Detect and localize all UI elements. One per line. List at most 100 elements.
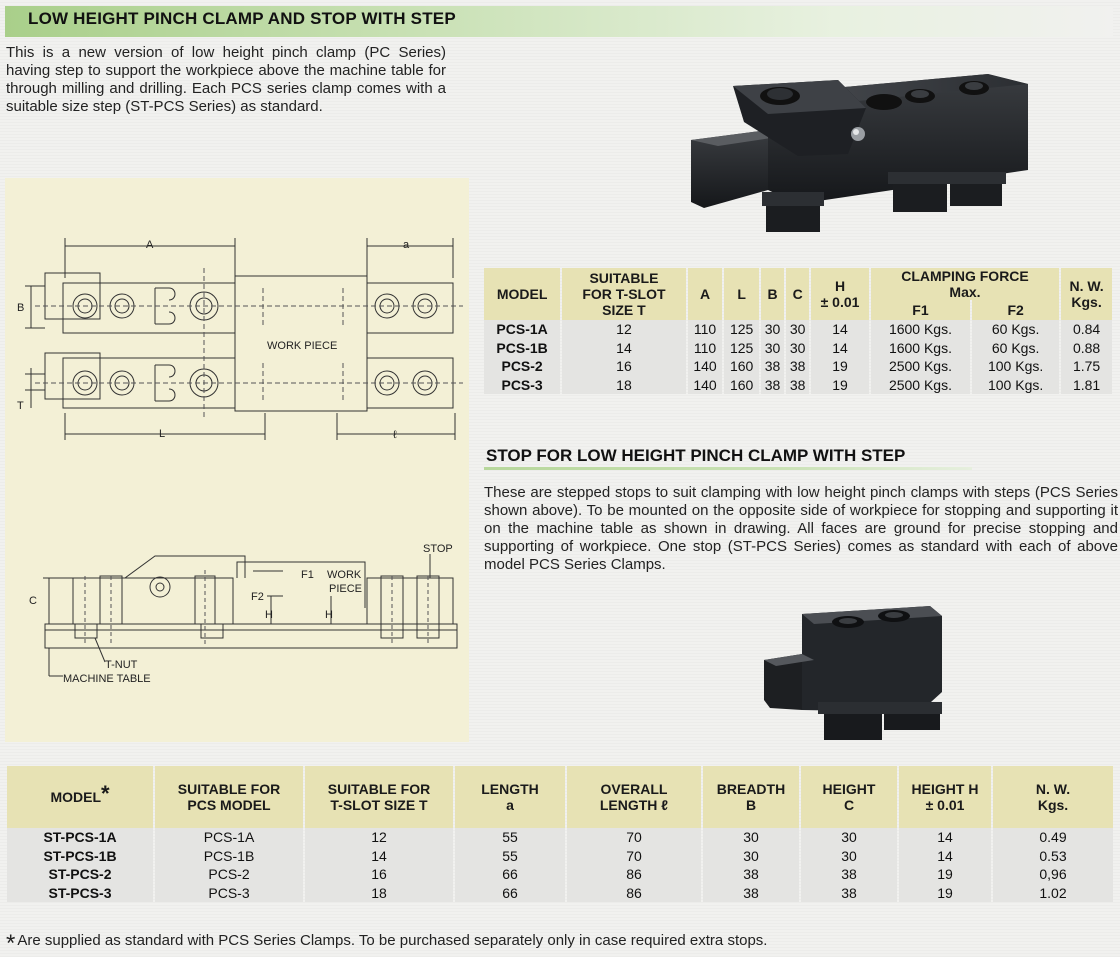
cell-len: 55 xyxy=(455,846,565,865)
machine-table-label: MACHINE TABLE xyxy=(63,673,151,685)
cell-model: PCS-1B xyxy=(484,338,561,357)
cell-model: PCS-2 xyxy=(484,357,561,376)
dim-label-T: T xyxy=(17,400,24,412)
cell-H: 19 xyxy=(811,375,869,394)
cell-tslot: 14 xyxy=(562,338,686,357)
col-header-B: B xyxy=(761,268,785,320)
cell-height: 38 xyxy=(801,865,897,884)
col-header-L: L xyxy=(724,268,759,320)
cell-H: 19 xyxy=(811,357,869,376)
intro-paragraph: This is a new version of low height pinc… xyxy=(6,44,446,115)
dim-label-A: A xyxy=(146,239,154,251)
cell-nw: 1.81 xyxy=(1061,375,1112,394)
cell-overall: 70 xyxy=(567,846,701,865)
cell-len: 66 xyxy=(455,883,565,902)
work-label: WORK xyxy=(327,569,362,581)
dim-label-a: a xyxy=(403,239,410,251)
footnote: *Are supplied as standard with PCS Serie… xyxy=(6,924,768,957)
cell-B: 30 xyxy=(761,338,785,357)
cell-C: 38 xyxy=(786,357,810,376)
col-header-H: H± 0.01 xyxy=(811,268,869,320)
cell-L: 160 xyxy=(724,375,759,394)
stop-label: STOP xyxy=(423,543,453,555)
cell-tslot: 12 xyxy=(562,320,686,339)
col-header-C: C xyxy=(786,268,810,320)
cell-nw: 0.49 xyxy=(993,828,1113,847)
cell-nw: 1.75 xyxy=(1061,357,1112,376)
t-nut-label: T-NUT xyxy=(105,659,138,671)
col-header-nw: N. W.Kgs. xyxy=(1061,268,1112,320)
cell-tslot: 18 xyxy=(305,883,453,902)
technical-drawing: A a B T L ℓ WORK PIECE STOP F1 WORK PIEC… xyxy=(17,238,463,685)
footnote-text: Are supplied as standard with PCS Series… xyxy=(17,932,768,949)
stop-title-underline xyxy=(484,467,972,470)
cell-breadth: 30 xyxy=(703,846,799,865)
cell-B: 38 xyxy=(761,375,785,394)
cell-model: ST-PCS-2 xyxy=(7,865,153,884)
dim-label-H-1: H xyxy=(265,609,273,621)
cell-tslot: 16 xyxy=(562,357,686,376)
cell-heightH: 14 xyxy=(899,828,991,847)
cell-height: 38 xyxy=(801,883,897,902)
cell-F1: 1600 Kgs. xyxy=(870,320,971,339)
cell-heightH: 19 xyxy=(899,865,991,884)
cell-B: 38 xyxy=(761,357,785,376)
cell-nw: 0.53 xyxy=(993,846,1113,865)
cell-C: 38 xyxy=(786,375,810,394)
cell-breadth: 30 xyxy=(703,828,799,847)
workpiece-label: WORK PIECE xyxy=(267,340,337,352)
cell-heightH: 19 xyxy=(899,883,991,902)
cell-pcs: PCS-3 xyxy=(155,883,303,902)
cell-F1: 2500 Kgs. xyxy=(870,375,971,394)
cell-height: 30 xyxy=(801,828,897,847)
cell-model: ST-PCS-1A xyxy=(7,828,153,847)
cell-A: 110 xyxy=(687,320,723,339)
stop-description: These are stepped stops to suit clamping… xyxy=(484,484,1118,573)
cell-tslot: 12 xyxy=(305,828,453,847)
cell-H: 14 xyxy=(811,338,869,357)
cell-F2: 60 Kgs. xyxy=(972,338,1060,357)
cell-F1: 2500 Kgs. xyxy=(870,357,971,376)
cell-F2: 100 Kgs. xyxy=(972,357,1060,376)
cell-overall: 70 xyxy=(567,828,701,847)
cell-len: 66 xyxy=(455,865,565,884)
dim-label-H-2: H xyxy=(325,609,333,621)
stop-photo xyxy=(764,606,942,740)
cell-A: 140 xyxy=(687,375,723,394)
col-header-F2: F2 xyxy=(972,300,1060,320)
cell-model: PCS-3 xyxy=(484,375,561,394)
cell-pcs: PCS-1A xyxy=(155,828,303,847)
cell-L: 125 xyxy=(724,320,759,339)
cell-pcs: PCS-1B xyxy=(155,846,303,865)
page-title: LOW HEIGHT PINCH CLAMP AND STOP WITH STE… xyxy=(28,9,456,28)
dim-label-B: B xyxy=(17,302,24,314)
cell-nw: 0,96 xyxy=(993,865,1113,884)
stop-section-title: STOP FOR LOW HEIGHT PINCH CLAMP WITH STE… xyxy=(486,446,906,465)
cell-tslot: 14 xyxy=(305,846,453,865)
cell-breadth: 38 xyxy=(703,865,799,884)
cell-C: 30 xyxy=(786,338,810,357)
dim-label-l: ℓ xyxy=(393,429,397,441)
dim-label-C: C xyxy=(29,595,37,607)
cell-L: 160 xyxy=(724,357,759,376)
cell-B: 30 xyxy=(761,320,785,339)
cell-F1: 1600 Kgs. xyxy=(870,338,971,357)
dim-label-L: L xyxy=(159,428,165,440)
cell-F2: 60 Kgs. xyxy=(972,320,1060,339)
piece-label: PIECE xyxy=(329,583,362,595)
cell-L: 125 xyxy=(724,338,759,357)
cell-A: 140 xyxy=(687,357,723,376)
col-header-height-h: HEIGHT H± 0.01 xyxy=(899,766,991,828)
footnote-star: * xyxy=(6,930,16,957)
